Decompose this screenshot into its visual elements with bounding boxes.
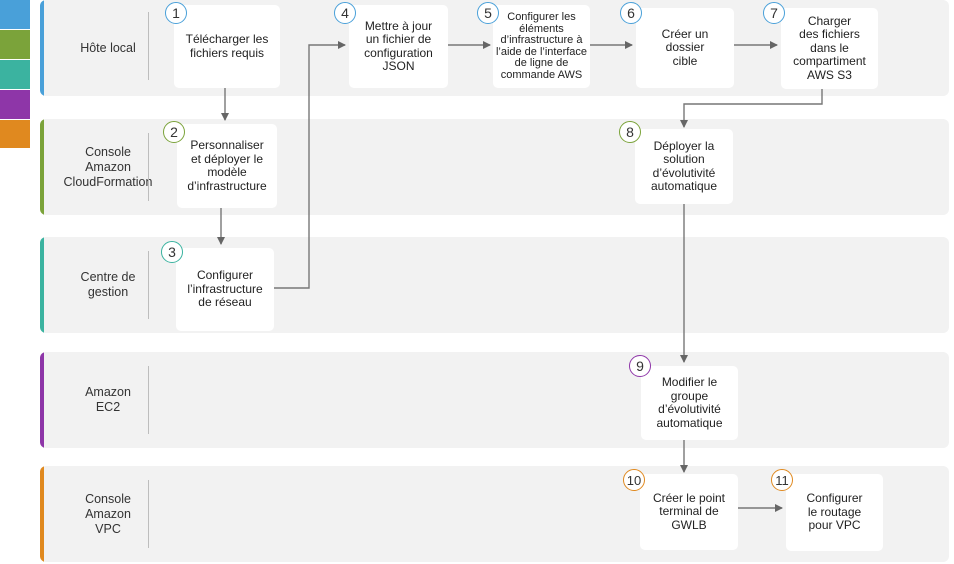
step-box-7: Charger des fichiers dans le compartimen… (781, 8, 878, 89)
lane-divider (148, 480, 149, 548)
step-number-8: 8 (619, 121, 641, 143)
lane-label: Centre de gestion (80, 270, 136, 299)
swatch-green (0, 30, 30, 59)
lane-divider (148, 12, 149, 80)
swatch-purple (0, 90, 30, 119)
step-box-8: Déployer la solution d’évolutivité autom… (635, 129, 733, 204)
step-box-10: Créer le point terminal de GWLB (640, 474, 738, 550)
arrow-7-to-8 (680, 89, 823, 128)
step-box-11: Configurer le routage pour VPC (786, 474, 883, 551)
lane-label: Console Amazon CloudFormation (63, 144, 153, 189)
lane-label: Console Amazon VPC (85, 491, 131, 536)
step-number-9: 9 (629, 355, 651, 377)
swatch-orange (0, 120, 30, 148)
step-box-6: Créer un dossier cible (636, 8, 734, 88)
lane-divider (148, 251, 149, 319)
step-number-7: 7 (763, 2, 785, 24)
lane-divider (148, 133, 149, 201)
step-number-10: 10 (623, 469, 645, 491)
step-box-3: Configurer l’infrastructure de réseau (176, 248, 274, 331)
step-box-2: Personnaliser et déployer le modèle d’in… (177, 124, 277, 208)
lane-amazon-ec2: Amazon EC2 (40, 352, 949, 448)
step-number-11: 11 (771, 469, 793, 491)
lane-label: Amazon EC2 (85, 385, 131, 414)
step-box-1: Télécharger les fichiers requis (174, 5, 280, 88)
step-number-1: 1 (165, 2, 187, 24)
step-number-2: 2 (163, 121, 185, 143)
arrow-3-to-4 (274, 41, 346, 289)
step-box-4: Mettre à jour un fichier de configuratio… (349, 5, 448, 88)
lane-color-bar (40, 237, 44, 333)
lane-color-bar (40, 0, 44, 96)
lane-label: Hôte local (80, 40, 136, 55)
swatch-teal (0, 60, 30, 89)
step-number-3: 3 (161, 241, 183, 263)
step-number-5: 5 (477, 2, 499, 24)
lane-color-bar (40, 466, 44, 562)
lane-color-bar (40, 119, 44, 215)
step-box-9: Modifier le groupe d’évolutivité automat… (641, 366, 738, 440)
lane-divider (148, 366, 149, 434)
step-box-5: Configurer les éléments d’infrastructure… (493, 5, 590, 88)
step-number-6: 6 (620, 2, 642, 24)
swatch-blue (0, 0, 30, 29)
step-number-4: 4 (334, 2, 356, 24)
lane-color-bar (40, 352, 44, 448)
